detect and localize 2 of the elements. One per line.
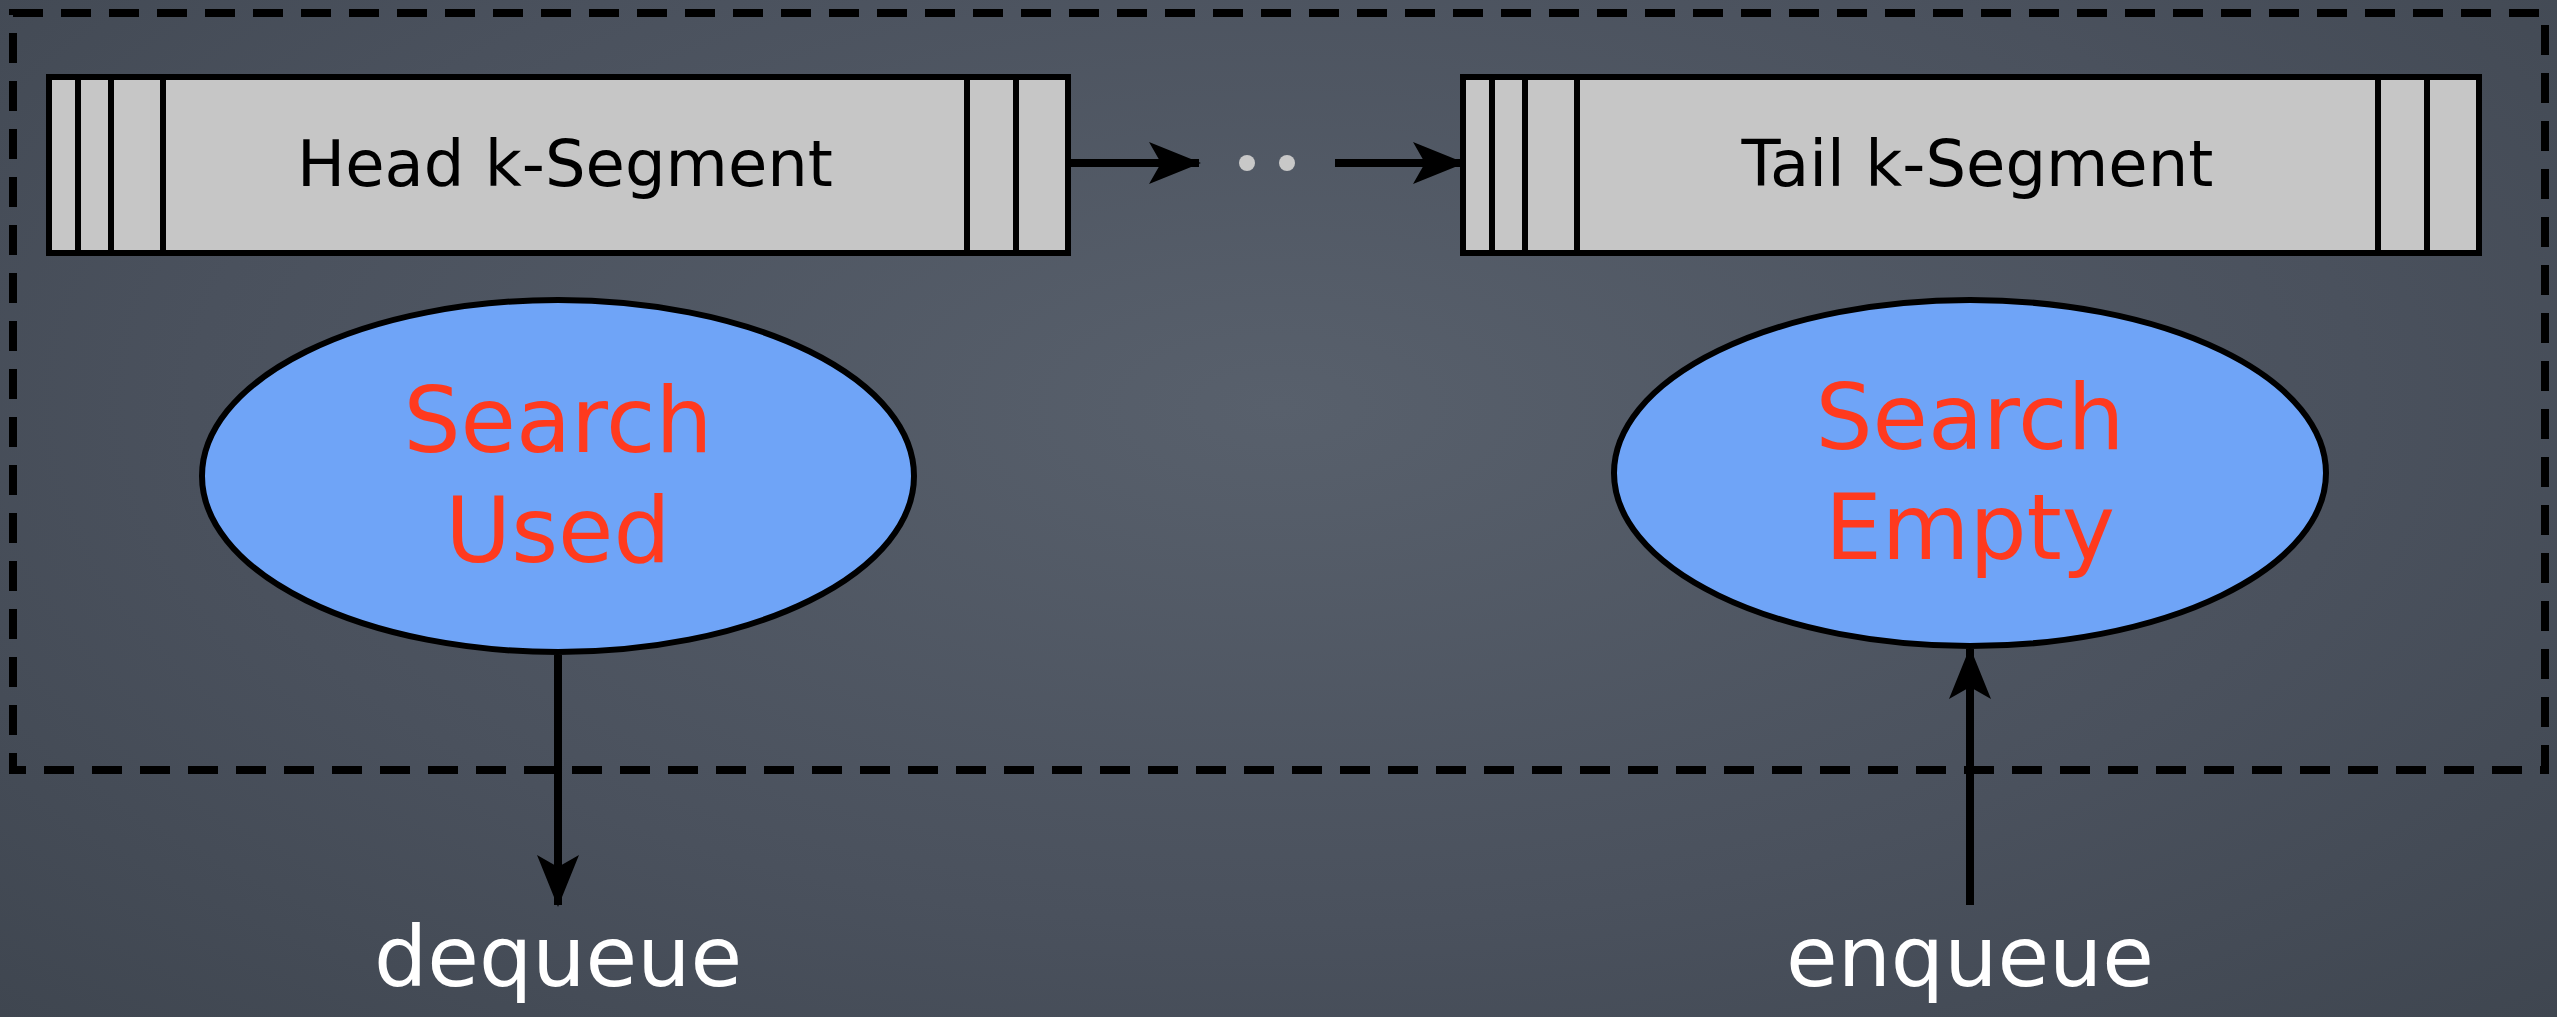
operation-label: dequeue: [372, 907, 744, 1008]
operation-label: enqueue: [1784, 907, 2156, 1008]
